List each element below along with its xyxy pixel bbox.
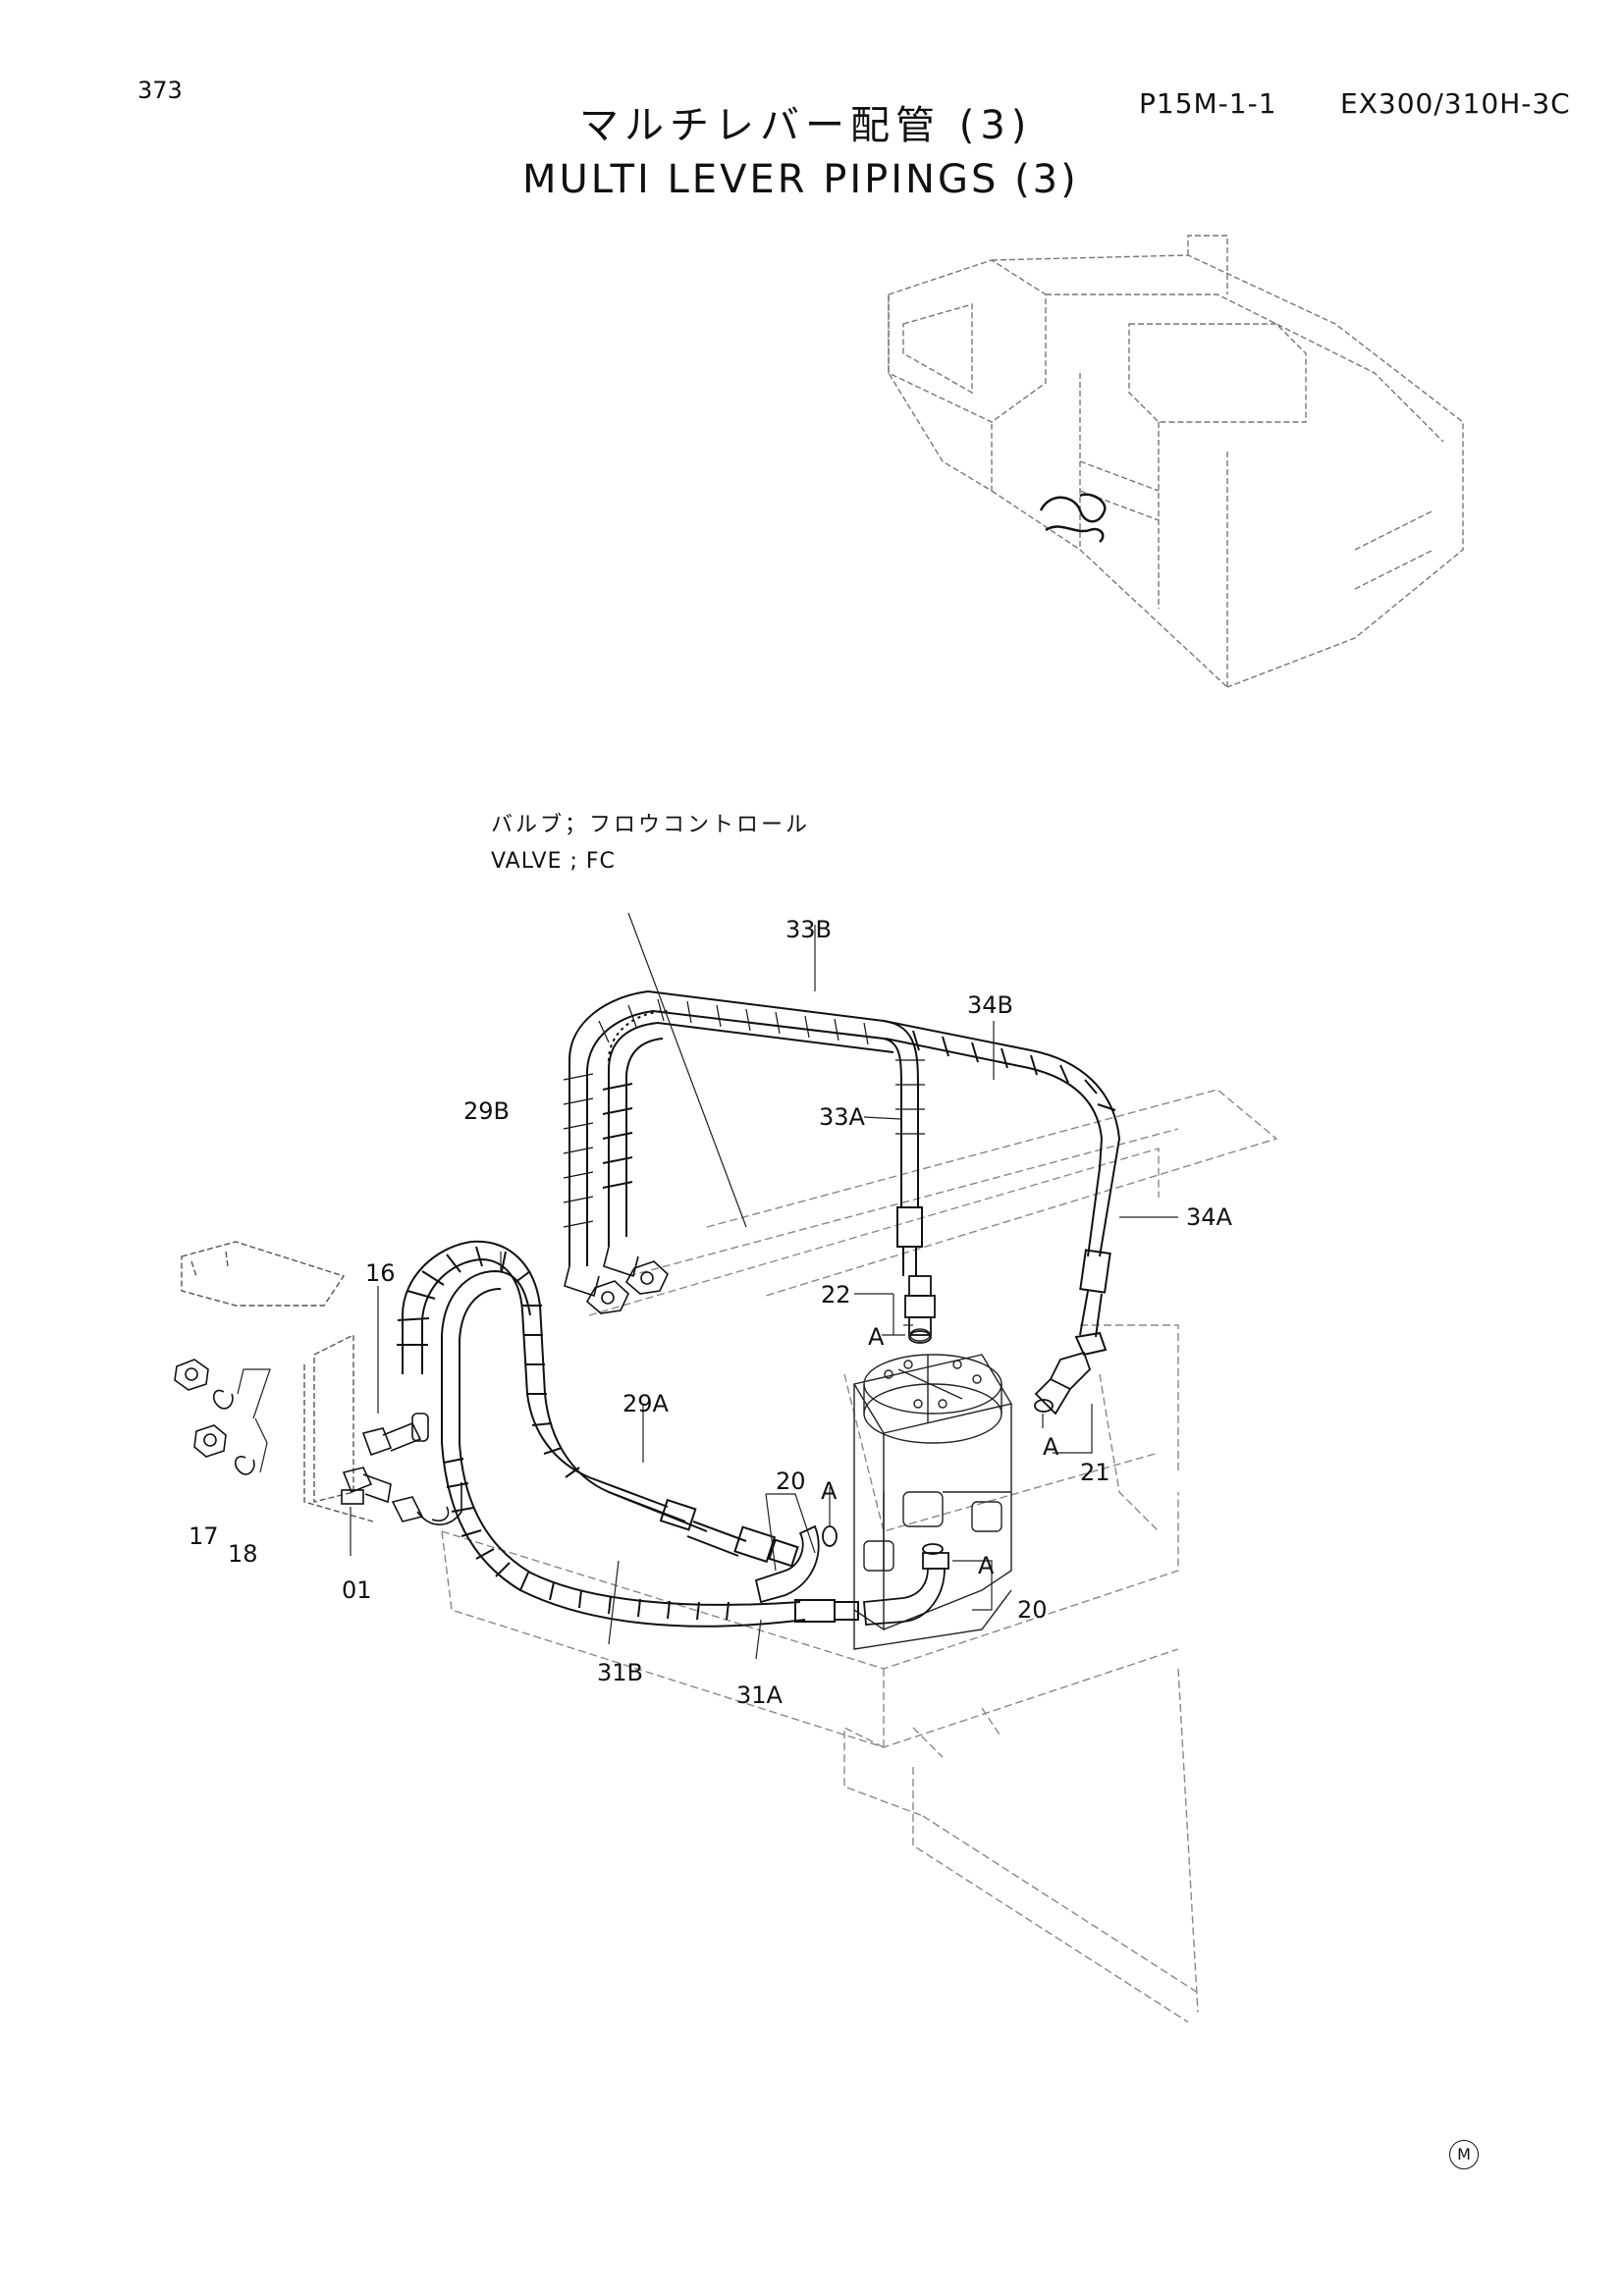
- callout-31B: 31B: [597, 1659, 644, 1686]
- valve-label-japanese: バルブ；フロウコントロール: [491, 813, 811, 837]
- callout-A-22: A: [868, 1323, 885, 1351]
- callout-22: 22: [821, 1281, 851, 1308]
- callout-20-lower: 20: [1017, 1596, 1048, 1624]
- machine-frame-outline: [441, 1089, 1278, 2023]
- hose-29B: [397, 1240, 708, 1532]
- fitting-01: [341, 1467, 462, 1525]
- callout-18: 18: [228, 1540, 258, 1568]
- page-code: P15M-1-1: [1139, 87, 1277, 120]
- excavator-overview-illustration: [888, 235, 1464, 688]
- callout-33A: 33A: [819, 1103, 865, 1131]
- fitting-22: [904, 1275, 936, 1344]
- callout-33B: 33B: [785, 916, 833, 943]
- callout-34B: 34B: [967, 991, 1014, 1019]
- hose-34B: [883, 1020, 1121, 1169]
- callout-31A: 31A: [736, 1682, 783, 1709]
- page-title-english: MULTI LEVER PIPINGS (3): [522, 157, 1079, 202]
- hose-29A: [588, 1476, 799, 1568]
- fitting-21: [1034, 1351, 1092, 1415]
- elbow-fitting-20-upper: [754, 1524, 838, 1604]
- hose-31B: [441, 1442, 806, 1628]
- valve-label-english: VALVE ; FC: [491, 849, 616, 874]
- flow-control-valve: [852, 1354, 1013, 1650]
- hose-33B-spiral-guard: [563, 998, 925, 1228]
- callout-A-20-lower: A: [978, 1552, 995, 1579]
- callout-21: 21: [1080, 1459, 1110, 1486]
- callout-29A: 29A: [622, 1390, 669, 1417]
- callout-17: 17: [189, 1522, 219, 1550]
- nut-17: [174, 1359, 227, 1458]
- manufacturer-mark: M: [1449, 2140, 1479, 2169]
- hose-33A: [896, 1178, 923, 1276]
- callout-01: 01: [342, 1576, 372, 1604]
- hose-33B-second-run: [602, 1021, 894, 1247]
- callout-leader-lines: [237, 912, 1178, 1660]
- callout-29B: 29B: [463, 1097, 511, 1125]
- hose-34A: [1074, 1167, 1115, 1357]
- hose-31A: [794, 1599, 859, 1623]
- model-number: EX300/310H-3C: [1340, 87, 1571, 120]
- callout-16: 16: [365, 1259, 396, 1287]
- o-ring-22: [909, 1328, 931, 1342]
- hose-end-fittings-33B: [564, 1246, 669, 1314]
- elbow-fitting-20-lower: [863, 1543, 949, 1626]
- page-title-japanese: マルチレバー配管 (3): [579, 103, 1033, 148]
- callout-A-21: A: [1043, 1433, 1059, 1461]
- fitting-16: [361, 1413, 429, 1457]
- callout-A-20-upper: A: [821, 1477, 838, 1505]
- callout-20-upper: 20: [776, 1468, 806, 1495]
- hose-location-marker: [1039, 493, 1107, 543]
- page-number: 373: [137, 77, 183, 104]
- callout-34A: 34A: [1186, 1203, 1232, 1231]
- mounting-bracket: [181, 1241, 374, 1522]
- washer-18: [212, 1389, 255, 1475]
